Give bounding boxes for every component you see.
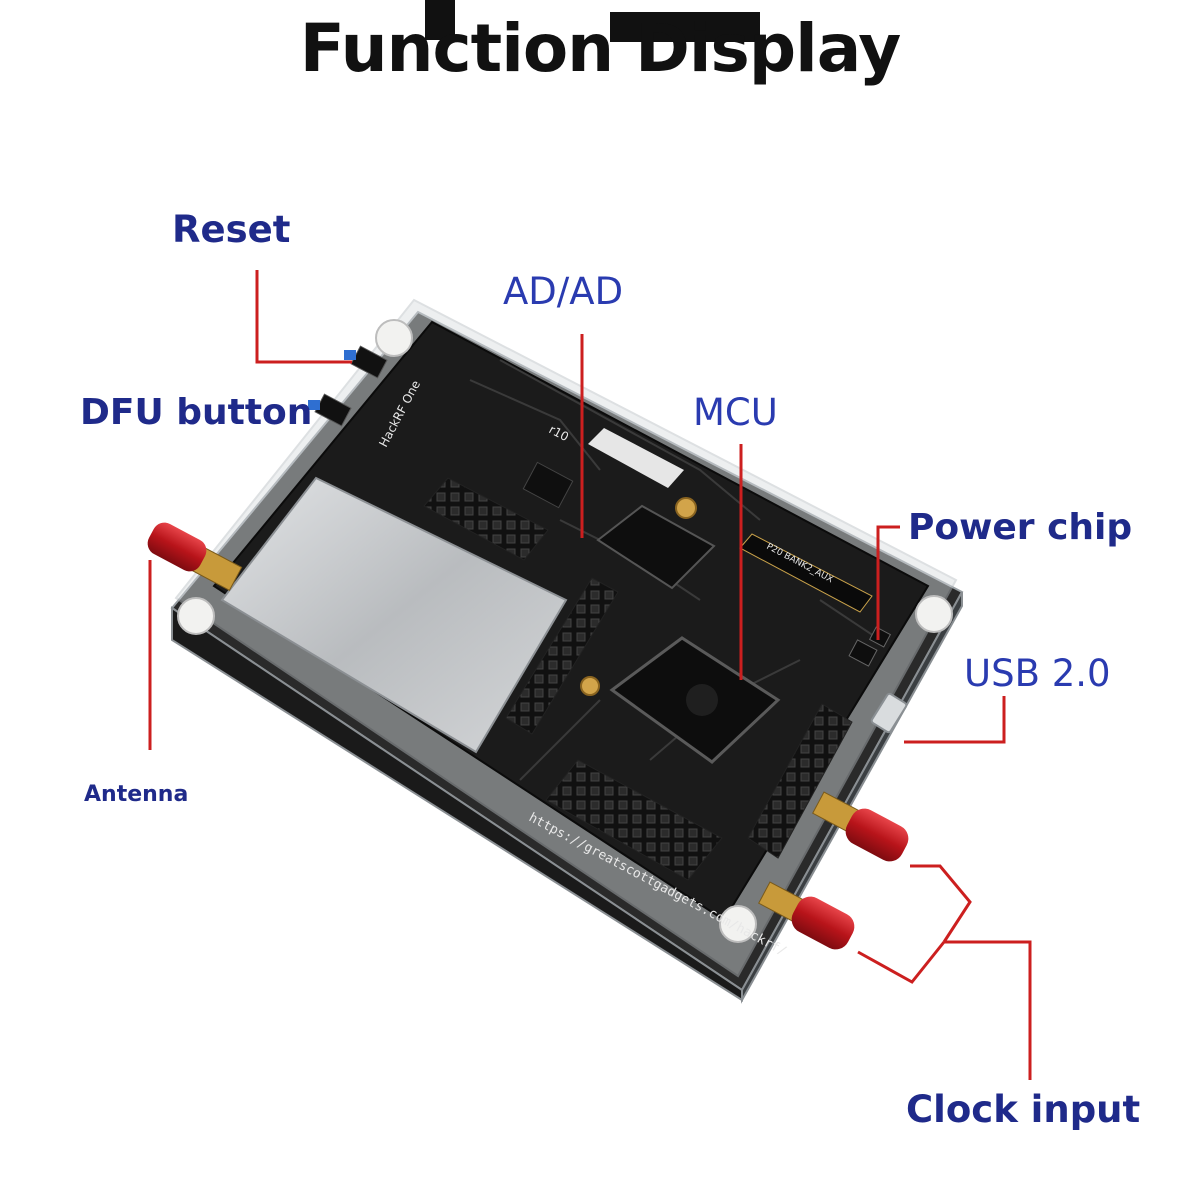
clock-leader-upper	[910, 864, 972, 943]
pin-header	[505, 577, 619, 735]
sma-connector-right-1	[812, 791, 909, 862]
clock-leader-lower	[857, 941, 946, 984]
label-antenna: Antenna	[84, 782, 189, 807]
power-chip-component	[848, 639, 878, 667]
standoff-posts	[177, 319, 953, 943]
sma-connector-right-2	[758, 881, 855, 950]
pin-header	[545, 759, 723, 881]
rf-shield-can	[220, 476, 568, 754]
label-usb: USB 2.0	[964, 652, 1111, 695]
clock-leader-main	[944, 940, 1032, 1080]
dfu-button-cap	[308, 400, 320, 410]
sma-antenna-left	[147, 522, 243, 592]
reset-button-cap	[344, 350, 356, 360]
cropped-photo-strip	[425, 0, 455, 40]
mcu-logo-mark	[686, 684, 718, 716]
ad-converter-chip	[596, 504, 716, 590]
label-clock-input: Clock input	[906, 1088, 1141, 1131]
gold-test-point	[580, 676, 600, 696]
label-power-chip: Power chip	[908, 507, 1133, 548]
label-dfu-button: DFU button	[80, 392, 313, 433]
pin-header	[747, 703, 853, 859]
usb-connector	[870, 692, 908, 734]
label-mcu: MCU	[693, 391, 778, 434]
leader-lines	[148, 270, 1032, 1080]
reset-leader	[255, 270, 352, 364]
pin-header-aux	[739, 533, 873, 613]
power-chip-component	[868, 626, 892, 648]
small-ic	[522, 461, 574, 509]
power-chip-leader	[876, 525, 900, 640]
pin-header	[423, 477, 549, 561]
page-title: Function Display	[299, 10, 901, 87]
usb-leader	[904, 696, 1006, 744]
label-reset: Reset	[172, 208, 291, 251]
cropped-photo-strip	[610, 12, 760, 42]
silkscreen-label-block	[588, 428, 684, 488]
label-ad-ad: AD/AD	[503, 270, 624, 313]
gold-test-point	[675, 497, 697, 519]
